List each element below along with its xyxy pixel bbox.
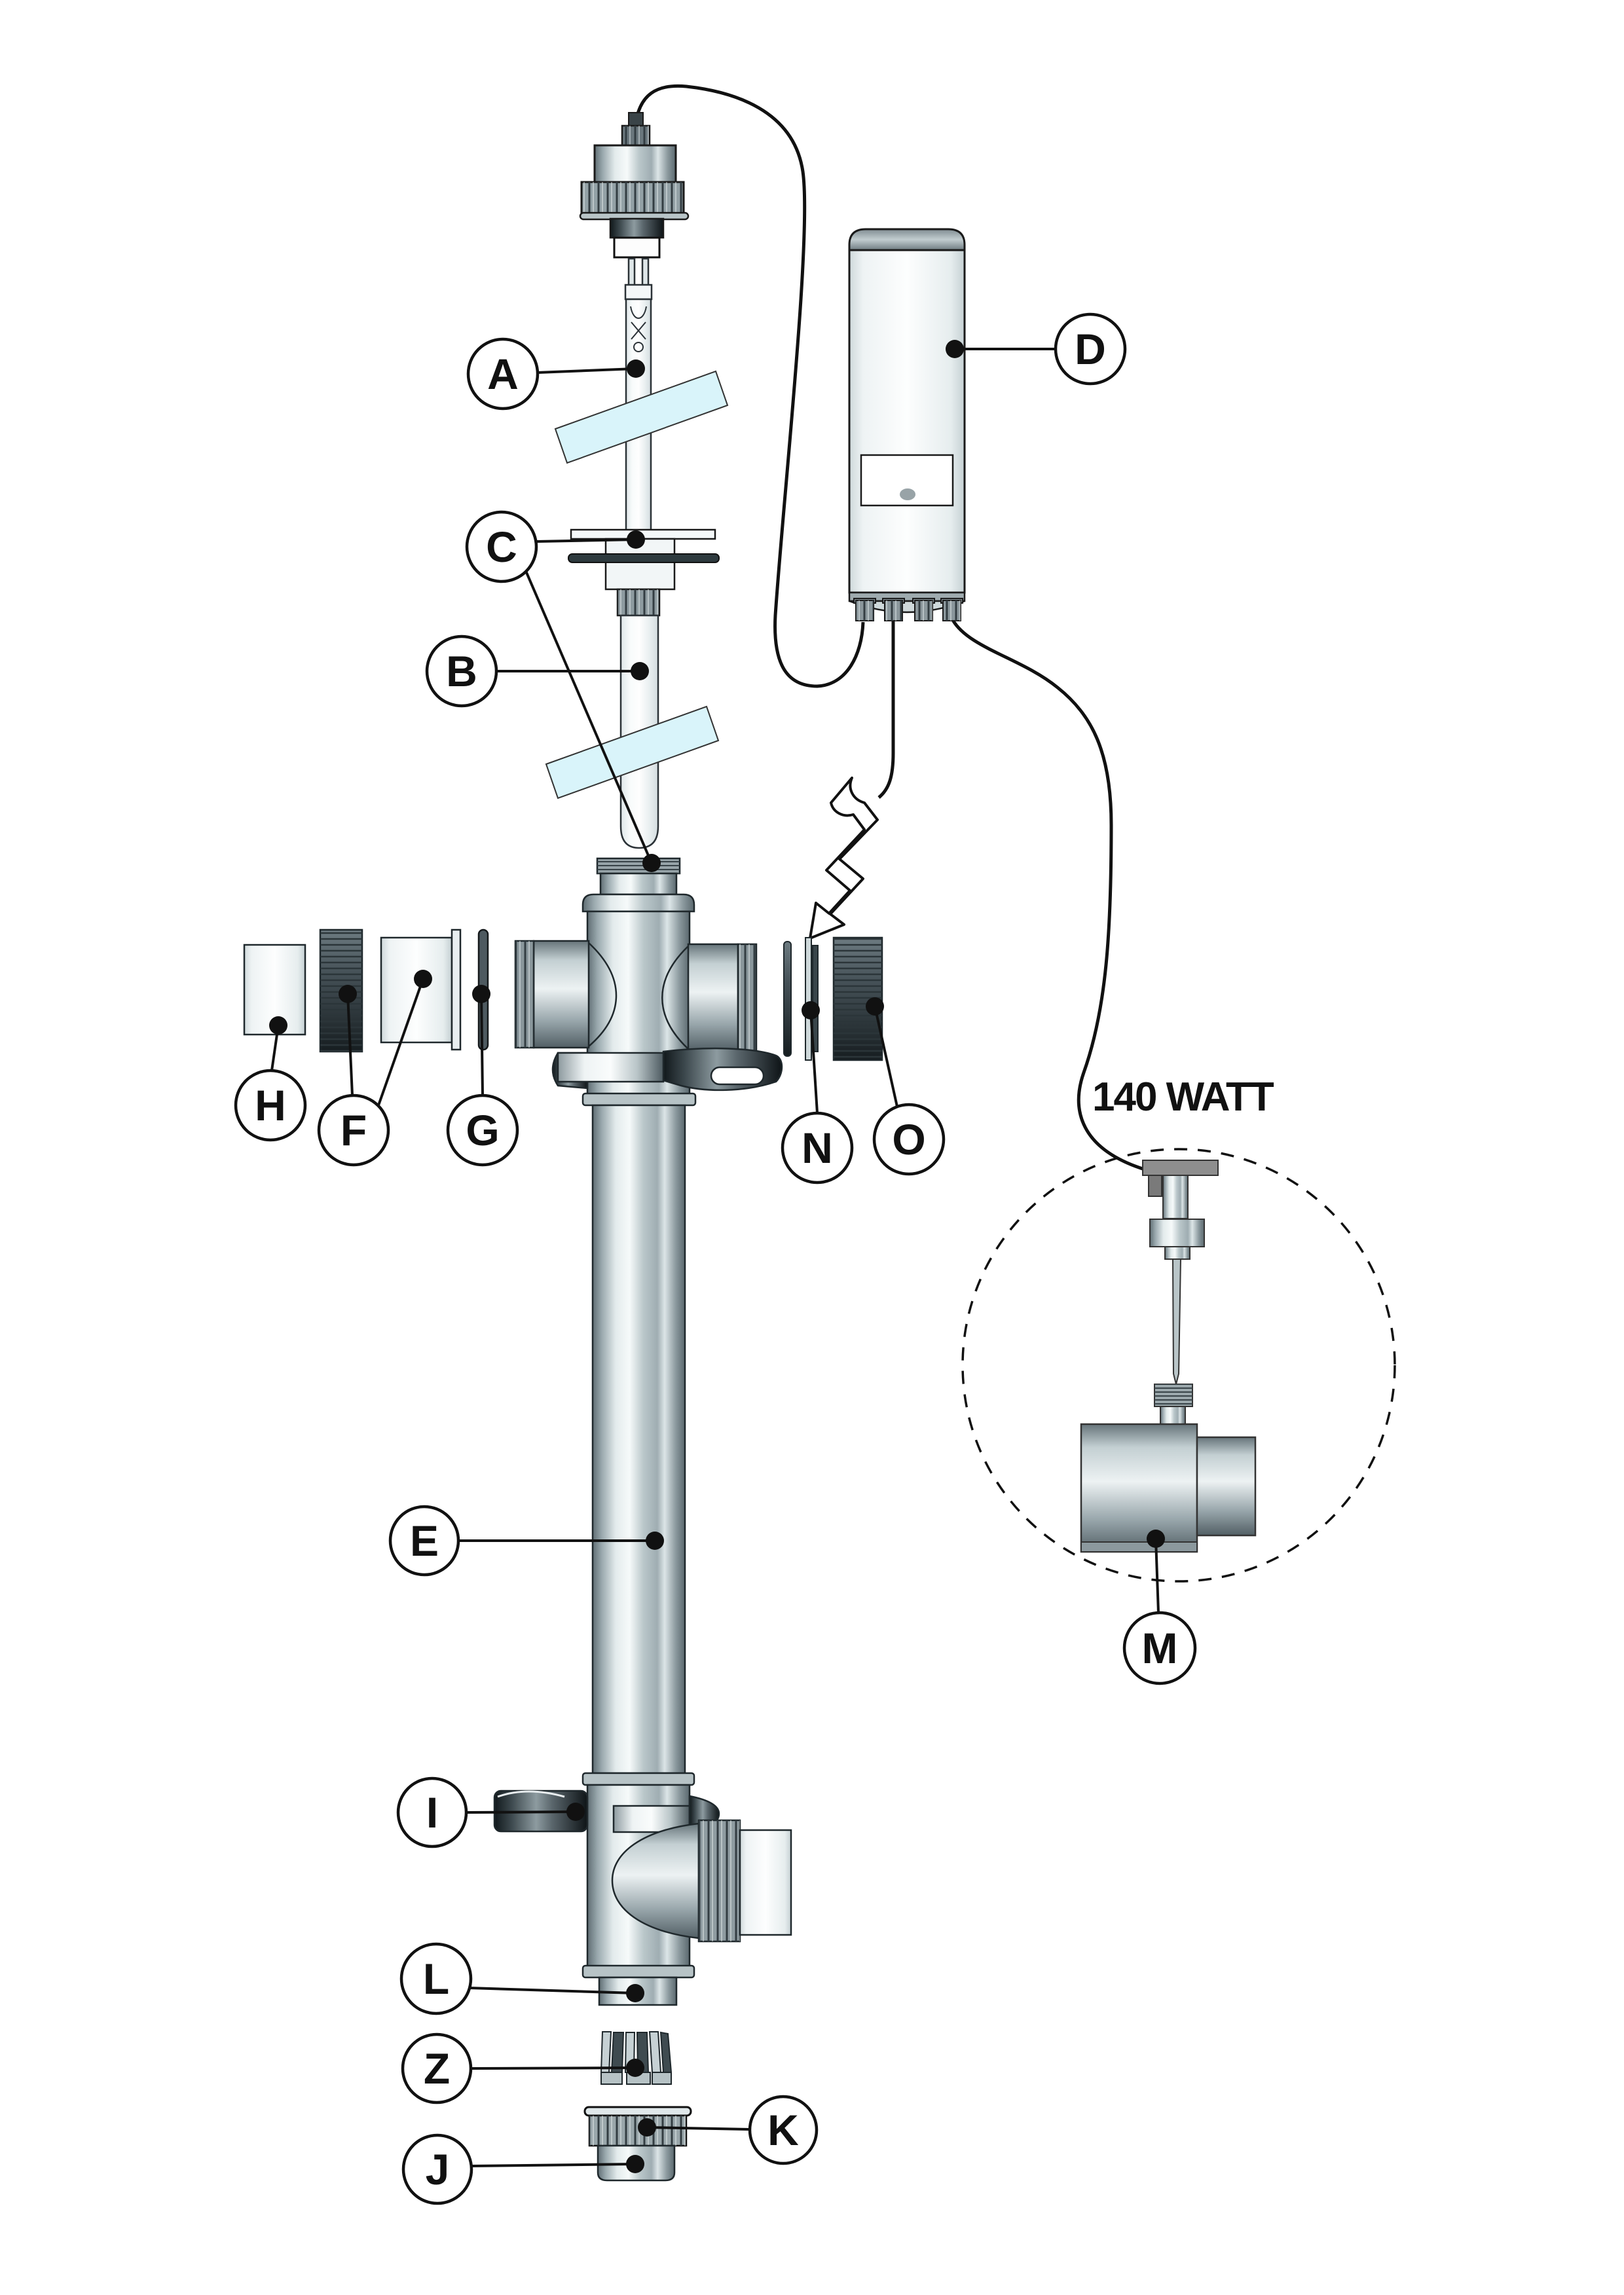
label-A: A <box>466 337 540 411</box>
sensor-tee-bottom-band <box>1080 1541 1198 1552</box>
label-O: O <box>872 1103 946 1176</box>
cross-right-arm <box>687 943 739 1052</box>
tee-side-cone <box>611 1822 700 1939</box>
label-B: B <box>425 634 498 708</box>
label-I: I <box>396 1776 468 1848</box>
sensor-side-tab <box>1148 1175 1162 1197</box>
label-A-letter: A <box>487 350 519 398</box>
cross-bracket-slot <box>710 1066 765 1086</box>
label-K-letter: K <box>767 2106 799 2154</box>
union-tailpiece-flange <box>451 928 462 1051</box>
sleeve-holder-set <box>568 528 720 617</box>
tee-top-collar <box>581 1772 695 1786</box>
cross-bracket-strap <box>557 1052 665 1083</box>
label-I-letter: I <box>426 1788 438 1837</box>
label-B-letter: B <box>446 647 477 695</box>
label-N-letter: N <box>802 1124 833 1172</box>
label-F-letter: F <box>341 1106 367 1154</box>
lamp-socket <box>613 236 661 259</box>
tee-side-socket <box>739 1829 792 1936</box>
label-C: C <box>465 510 538 583</box>
power-rating-text: 140 WATT <box>1092 1074 1274 1120</box>
cap-body <box>593 144 677 183</box>
ballast-indicator <box>900 488 915 500</box>
cap-rim <box>583 2106 692 2117</box>
lamp-filament <box>630 306 647 340</box>
cap-cable-stub <box>628 112 644 128</box>
cross-transition-curve <box>588 942 689 1050</box>
sensor-port-neck <box>1160 1406 1186 1425</box>
o-ring <box>568 553 720 563</box>
label-L: L <box>399 1942 473 2015</box>
crown-insert <box>600 2031 673 2085</box>
right-union-parts <box>783 936 883 1061</box>
sensor-ring <box>1149 1219 1205 1247</box>
lamp-pin <box>627 257 636 287</box>
label-G: G <box>446 1093 519 1167</box>
label-M: M <box>1122 1611 1197 1685</box>
flow-sensor-valve <box>1080 1160 1257 1553</box>
lamp-pin <box>641 257 650 287</box>
label-K: K <box>748 2095 819 2165</box>
sensor-stem <box>1162 1175 1189 1219</box>
reactor-tube <box>591 1104 686 1774</box>
label-L-letter: L <box>423 1955 449 2003</box>
power-cable <box>877 620 895 799</box>
label-J-letter: J <box>426 2145 450 2194</box>
washer-light <box>805 937 812 1061</box>
electric-shock-arrow-icon <box>809 777 879 940</box>
leader-lines <box>269 340 1165 2173</box>
mount-bracket-opening <box>497 1790 565 1798</box>
cable-glands <box>853 598 963 621</box>
cross-top-neck <box>599 872 678 896</box>
label-O-letter: O <box>892 1115 925 1164</box>
cap-dark-ring <box>609 217 665 239</box>
sensor-needle <box>1172 1258 1182 1385</box>
tee-bottom-collar <box>581 1964 695 1979</box>
ribbed-cap <box>583 2106 692 2147</box>
label-C-letter: C <box>486 523 517 571</box>
label-M-letter: M <box>1142 1624 1178 1672</box>
label-Z: Z <box>401 2032 473 2104</box>
washer-dark <box>812 945 819 1052</box>
lamp-filament-bead <box>633 342 644 352</box>
ballast-unit <box>848 228 966 621</box>
cross-bell-collar <box>581 893 695 913</box>
lamp-cap-assembly <box>579 112 690 259</box>
ballast-body <box>848 249 966 594</box>
sensor-right-socket <box>1196 1436 1257 1537</box>
label-N: N <box>781 1111 854 1184</box>
union-tailpiece <box>380 936 453 1044</box>
label-H: H <box>234 1069 307 1142</box>
glass-highlight-band <box>545 705 720 799</box>
sensor-neck <box>1164 1246 1190 1260</box>
flat-gasket <box>783 941 792 1057</box>
cross-fitting <box>514 857 783 1107</box>
bottom-tee <box>493 1772 792 2006</box>
label-D-letter: D <box>1075 325 1106 373</box>
label-G-letter: G <box>466 1106 499 1154</box>
label-bubbles: A B C D E F G H <box>234 312 1197 2205</box>
cables <box>633 84 1145 1171</box>
cross-bottom-collar <box>581 1092 697 1107</box>
lamp-cable <box>633 84 865 688</box>
label-H-letter: H <box>255 1081 286 1129</box>
lamp-pin-block <box>624 284 653 301</box>
label-J: J <box>401 2133 473 2205</box>
detail-bubble <box>961 1148 1396 1583</box>
sensor-cable <box>951 619 1145 1171</box>
sensor-top-plate <box>1142 1160 1219 1176</box>
label-E: E <box>388 1505 460 1577</box>
ballast-top-cap <box>848 228 966 251</box>
label-F: F <box>317 1093 390 1167</box>
sensor-tee-body <box>1080 1423 1198 1553</box>
label-Z-letter: Z <box>424 2044 450 2093</box>
label-D: D <box>1054 312 1127 386</box>
cross-left-arm <box>532 940 590 1049</box>
glass-highlight-band <box>554 370 729 464</box>
label-E-letter: E <box>410 1516 439 1565</box>
